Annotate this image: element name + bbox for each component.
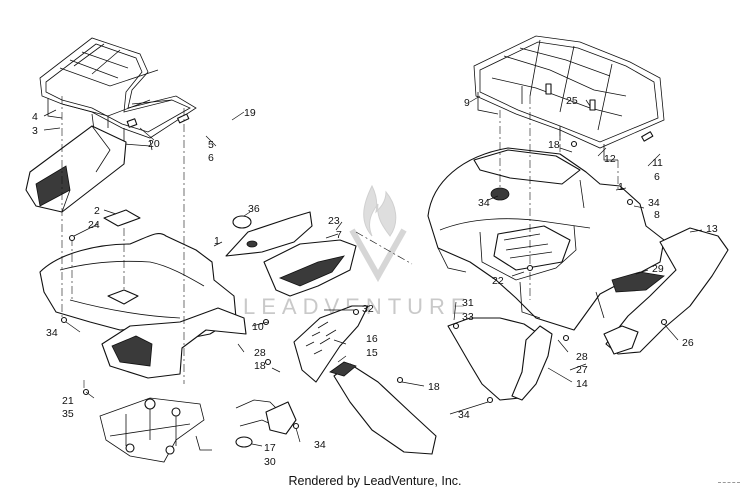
callout-11: 11: [652, 157, 663, 169]
callout-7: 7: [336, 229, 342, 241]
callout-14: 14: [576, 378, 588, 390]
callout-1: 1: [214, 235, 220, 247]
rear-mud-guard: [235, 399, 297, 435]
footer-credit: Rendered by LeadVenture, Inc.: [288, 474, 462, 488]
callout-32: 32: [362, 303, 374, 315]
callout-12: 12: [604, 153, 616, 165]
callout-18: 18: [428, 381, 440, 393]
watermark-v-icon: [349, 228, 407, 283]
front-fender-extension: [25, 125, 127, 213]
callout-28: 28: [254, 347, 266, 359]
callout-1: 1: [618, 181, 624, 193]
callout-9: 9: [464, 97, 470, 109]
grommet-30: [235, 436, 253, 448]
callout-5: 5: [208, 139, 214, 151]
front-fender-flare: [101, 307, 247, 379]
callout-36: 36: [248, 203, 260, 215]
callout-18: 18: [254, 360, 266, 372]
left-side-panel: [293, 305, 437, 455]
callout-2: 2: [94, 205, 100, 217]
callout-24: 24: [88, 219, 100, 231]
callout-3: 3: [32, 125, 38, 137]
callout-16: 16: [366, 333, 378, 345]
callout-6: 6: [208, 152, 214, 164]
callout-34: 34: [458, 409, 470, 421]
callout-31: 31: [462, 297, 474, 309]
corner-mark: [718, 476, 740, 483]
decal-7: [225, 211, 357, 297]
rear-fender-flare-right: [603, 227, 729, 355]
cap-36: [232, 215, 252, 229]
alignment-lines-right: [499, 96, 619, 300]
callout-21: 21: [62, 395, 74, 407]
callout-28: 28: [576, 351, 588, 363]
callout-15: 15: [366, 347, 378, 359]
callout-35: 35: [62, 408, 74, 420]
callout-20: 20: [148, 138, 160, 150]
callout-4: 4: [32, 111, 38, 123]
callout-34: 34: [478, 197, 490, 209]
watermark-flame-icon: [363, 184, 397, 237]
callout-23: 23: [328, 215, 340, 227]
callout-17: 17: [264, 442, 276, 454]
callout-34: 34: [314, 439, 326, 451]
callout-19: 19: [244, 107, 256, 119]
rear-footwell-panel: [447, 317, 553, 401]
callout-22: 22: [492, 275, 504, 287]
callout-30: 30: [264, 456, 276, 468]
callout-labels: 4 3 20 19 5 6 2 24 36 1 23 7 34 10 28 18…: [32, 95, 718, 468]
leader-lines: [43, 95, 703, 447]
callout-34: 34: [46, 327, 58, 339]
front-body-panel: [39, 209, 237, 343]
callout-13: 13: [706, 223, 718, 235]
callout-25: 25: [566, 95, 578, 107]
callout-6: 6: [654, 171, 660, 183]
callout-10: 10: [252, 321, 264, 333]
callout-27: 27: [576, 364, 588, 376]
callout-8: 8: [654, 209, 660, 221]
front-rack: [39, 37, 197, 151]
front-frame-bracket: [99, 397, 212, 463]
callout-18: 18: [548, 139, 560, 151]
alignment-lines-left: [61, 96, 413, 396]
callout-26: 26: [682, 337, 694, 349]
callout-34: 34: [648, 197, 660, 209]
rear-body: [427, 147, 665, 331]
rear-rack: [473, 35, 665, 161]
fasteners: [60, 140, 668, 430]
callout-33: 33: [462, 311, 474, 323]
callout-29: 29: [652, 263, 664, 275]
